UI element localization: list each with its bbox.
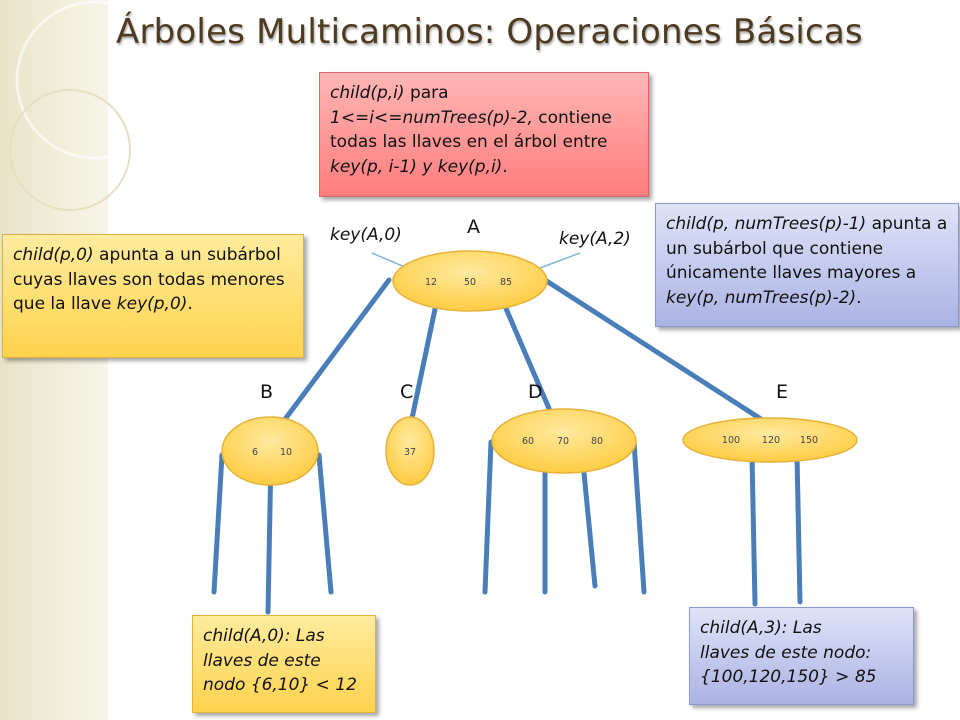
node-e-key-2: 150 [800,435,818,446]
edge-b-child-2 [316,452,334,595]
note-last-child: child(p, numTrees(p)-1) apunta a un subá… [655,203,959,327]
node-d-key-1: 70 [557,436,569,447]
node-e-key-0: 100 [722,435,740,446]
node-c-key-0: 37 [404,447,416,458]
node-d-key-0: 60 [522,436,534,447]
node-c-label: C [400,381,414,403]
key-label-left: key(A,0) [330,225,402,245]
edge-e-child-0 [749,453,758,607]
edge-b-child-0 [211,452,225,595]
slide-title: Árboles Multicaminos: Operaciones Básica… [116,12,863,52]
decorative-rings [9,0,140,211]
node-b-key-0: 6 [252,447,258,458]
node-a-key-0: 12 [425,277,437,288]
node-b-label: B [260,381,274,403]
node-a-label: A [467,216,480,238]
edge-a-b [265,277,392,445]
note-first-child: child(p,0) apunta a un subárbol cuyas ll… [2,234,304,358]
node-e-label: E [776,381,789,403]
node-d: 60 70 80 [491,408,637,474]
node-a-key-2: 85 [500,277,512,288]
node-a: 12 50 85 [392,250,548,312]
node-e-key-1: 120 [762,435,780,446]
edge-a-e [542,277,781,433]
node-b-key-1: 10 [280,447,292,458]
node-e: 100 120 150 [682,417,858,463]
edge-a-c [407,287,442,431]
edge-d-child-3 [631,439,647,595]
key-label-right: key(A,2) [559,229,631,249]
node-c: 37 [385,416,435,486]
edge-e-child-1 [794,453,803,605]
edge-d-child-0 [482,439,494,595]
node-a-key-1: 50 [464,277,476,288]
node-d-label: D [528,381,543,403]
node-b: 6 10 [221,416,319,486]
node-d-key-2: 80 [591,436,603,447]
